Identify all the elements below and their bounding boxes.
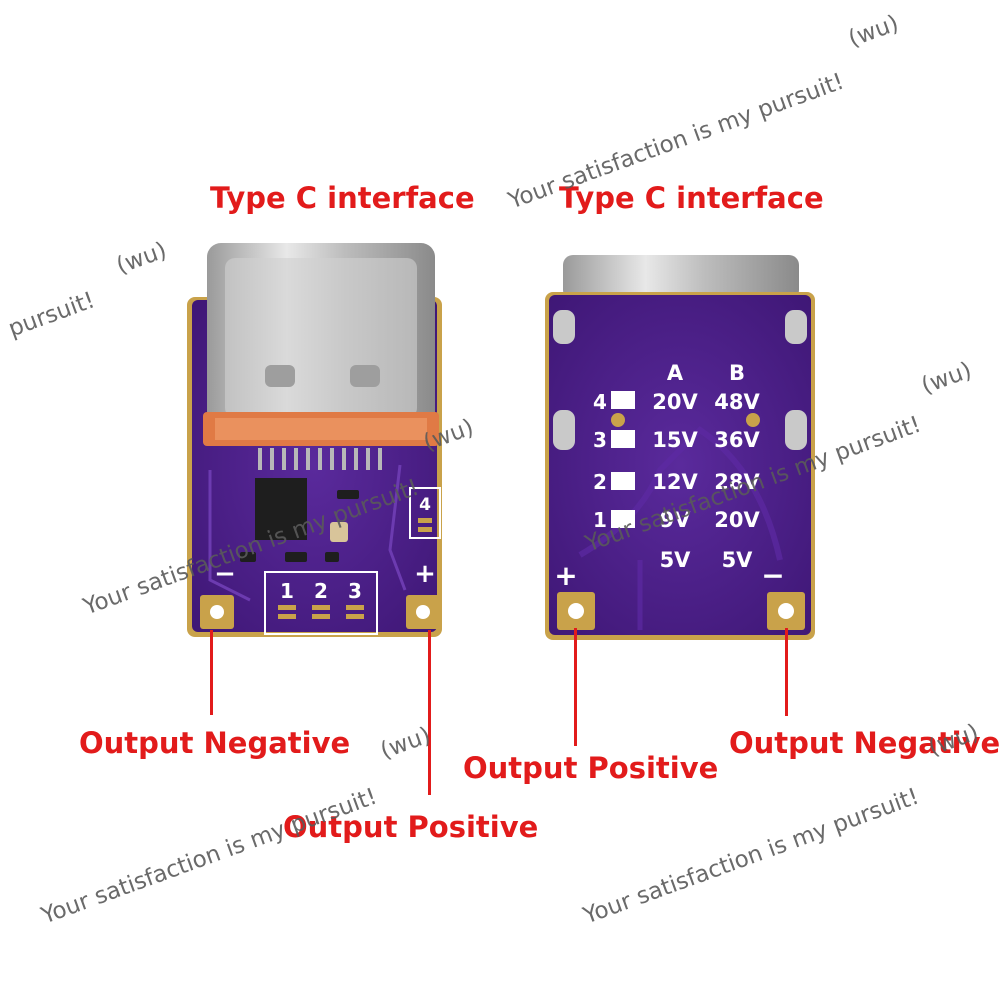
row-num-4: 4 bbox=[593, 390, 607, 414]
right-minus-silk: − bbox=[761, 559, 784, 592]
row-num-2: 2 bbox=[593, 470, 607, 494]
row0-a: 5V bbox=[660, 548, 692, 572]
row0-b: 5V bbox=[722, 548, 754, 572]
left-silk-3: 3 bbox=[348, 579, 362, 603]
row-num-3: 3 bbox=[593, 428, 607, 452]
right-board: A B 4 20V 48V 3 15V 36V 2 12V 28V 1 9V 2… bbox=[545, 255, 815, 640]
row4-b: 48V bbox=[714, 390, 760, 414]
row1-b: 20V bbox=[714, 508, 760, 532]
right-neg-leader bbox=[785, 628, 788, 716]
left-type-c-label: Type C interface bbox=[210, 181, 475, 215]
right-usbc-shell bbox=[563, 255, 799, 300]
row2-a: 12V bbox=[652, 470, 698, 494]
row3-b: 36V bbox=[714, 428, 760, 452]
row4-a: 20V bbox=[652, 390, 698, 414]
left-pos-leader bbox=[428, 630, 431, 795]
left-minus-silk: − bbox=[214, 559, 236, 589]
left-silk-4: 4 bbox=[419, 495, 431, 515]
left-silk-1: 1 bbox=[280, 579, 294, 603]
right-output-positive-label: Output Positive bbox=[463, 751, 719, 785]
left-silk-2: 2 bbox=[314, 579, 328, 603]
right-pos-leader bbox=[574, 628, 577, 746]
col-a-label: A bbox=[667, 361, 684, 385]
right-plus-silk: + bbox=[554, 559, 577, 592]
left-neg-leader bbox=[210, 630, 213, 715]
right-output-negative-label: Output Negative bbox=[729, 726, 1000, 760]
left-output-negative-label: Output Negative bbox=[79, 726, 351, 760]
right-pcb bbox=[549, 295, 811, 635]
col-b-label: B bbox=[729, 361, 745, 385]
left-ic-chip bbox=[255, 478, 307, 540]
row2-b: 28V bbox=[714, 470, 760, 494]
left-plus-silk: + bbox=[414, 559, 436, 589]
row3-a: 15V bbox=[652, 428, 698, 452]
row1-a: 9V bbox=[660, 508, 692, 532]
left-board: 4 1 2 3 − + bbox=[187, 243, 442, 637]
left-output-positive-label: Output Positive bbox=[283, 810, 539, 844]
right-type-c-label: Type C interface bbox=[559, 181, 824, 215]
voltage-table: 4 20V 48V 3 15V 36V 2 12V 28V 1 9V 20V 5… bbox=[593, 390, 760, 572]
row-num-1: 1 bbox=[593, 508, 607, 532]
